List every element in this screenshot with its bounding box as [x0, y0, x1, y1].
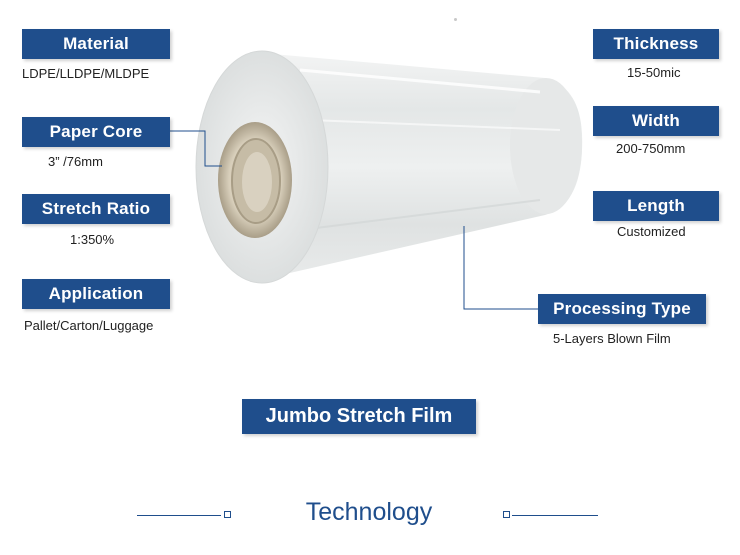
width-badge: Width	[593, 106, 719, 136]
stretch-ratio-badge: Stretch Ratio	[22, 194, 170, 224]
length-value: Customized	[617, 224, 686, 239]
section-title: Technology	[305, 498, 433, 526]
application-badge: Application	[22, 279, 170, 309]
application-value: Pallet/Carton/Luggage	[24, 318, 154, 333]
paper-core-leader	[170, 130, 222, 167]
decorative-dot	[454, 18, 457, 21]
processing-type-leader	[463, 226, 538, 310]
paper-core-badge: Paper Core	[22, 117, 170, 147]
product-title-text: Jumbo Stretch Film	[265, 405, 453, 427]
material-value: LDPE/LLDPE/MLDPE	[22, 66, 150, 81]
roll-far-end	[510, 78, 582, 214]
processing-type-label: Processing Type	[553, 299, 691, 318]
material-label: Material	[63, 34, 129, 53]
width-label: Width	[631, 111, 681, 130]
thickness-value: 15-50mic	[627, 65, 681, 80]
paper-core-value: 3” /76mm	[48, 154, 103, 169]
length-label: Length	[627, 196, 685, 215]
divider-right	[512, 515, 598, 516]
paper-core-label: Paper Core	[49, 122, 143, 141]
processing-type-value: 5-Layers Blown Film	[553, 331, 671, 346]
thickness-badge: Thickness	[593, 29, 719, 59]
divider-left	[137, 515, 221, 516]
product-title: Jumbo Stretch Film	[242, 399, 476, 434]
divider-left-square	[224, 511, 231, 518]
thickness-label: Thickness	[613, 34, 699, 53]
processing-type-badge: Processing Type	[538, 294, 706, 324]
stretch-ratio-value: 1:350%	[70, 232, 115, 247]
material-badge: Material	[22, 29, 170, 59]
width-value: 200-750mm	[616, 141, 686, 156]
roll-body	[250, 52, 583, 282]
length-badge: Length	[593, 191, 719, 221]
application-label: Application	[48, 284, 144, 303]
divider-right-square	[503, 511, 510, 518]
stretch-ratio-label: Stretch Ratio	[41, 199, 151, 218]
